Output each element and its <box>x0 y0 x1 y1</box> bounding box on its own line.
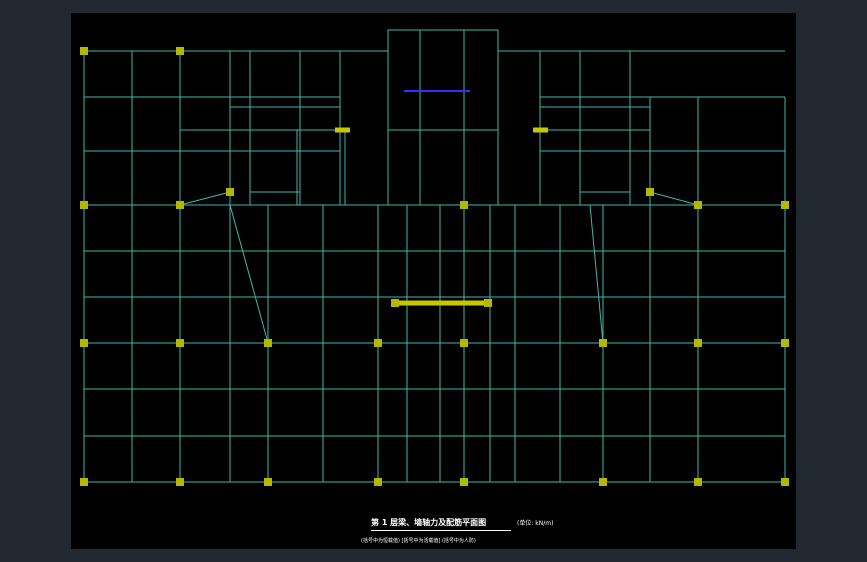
column <box>176 478 184 486</box>
beam-line <box>649 191 699 206</box>
column <box>264 478 272 486</box>
column <box>80 47 88 55</box>
beam-line <box>229 204 269 344</box>
column <box>80 339 88 347</box>
column <box>460 478 468 486</box>
column <box>80 478 88 486</box>
beam-line <box>589 204 604 344</box>
column <box>694 339 702 347</box>
column <box>460 339 468 347</box>
column <box>226 188 234 196</box>
drawing-canvas[interactable]: 第 1 层梁、墙轴力及配筋平面图 (单位: kN/m) (括号中为恒载值) [括… <box>71 13 796 549</box>
column <box>176 47 184 55</box>
title-block: 第 1 层梁、墙轴力及配筋平面图 (单位: kN/m) (括号中为恒载值) [括… <box>361 517 591 544</box>
column <box>460 201 468 209</box>
title-underline <box>371 530 511 531</box>
column <box>264 339 272 347</box>
beam-line <box>179 191 231 206</box>
column <box>391 299 399 307</box>
column <box>694 201 702 209</box>
drawing-title: 第 1 层梁、墙轴力及配筋平面图 <box>371 518 487 527</box>
column <box>374 339 382 347</box>
column <box>599 478 607 486</box>
column <box>176 339 184 347</box>
column <box>694 478 702 486</box>
drawing-unit: (单位: kN/m) <box>517 520 554 527</box>
column <box>484 299 492 307</box>
floor-plan <box>80 29 789 486</box>
column <box>781 339 789 347</box>
drawing-subtitle: (括号中为恒载值) [括号中为活载值] (括号中为人防) <box>361 538 476 544</box>
column <box>646 188 654 196</box>
column <box>781 478 789 486</box>
column <box>599 339 607 347</box>
column <box>80 201 88 209</box>
column <box>781 201 789 209</box>
column <box>176 201 184 209</box>
column <box>374 478 382 486</box>
